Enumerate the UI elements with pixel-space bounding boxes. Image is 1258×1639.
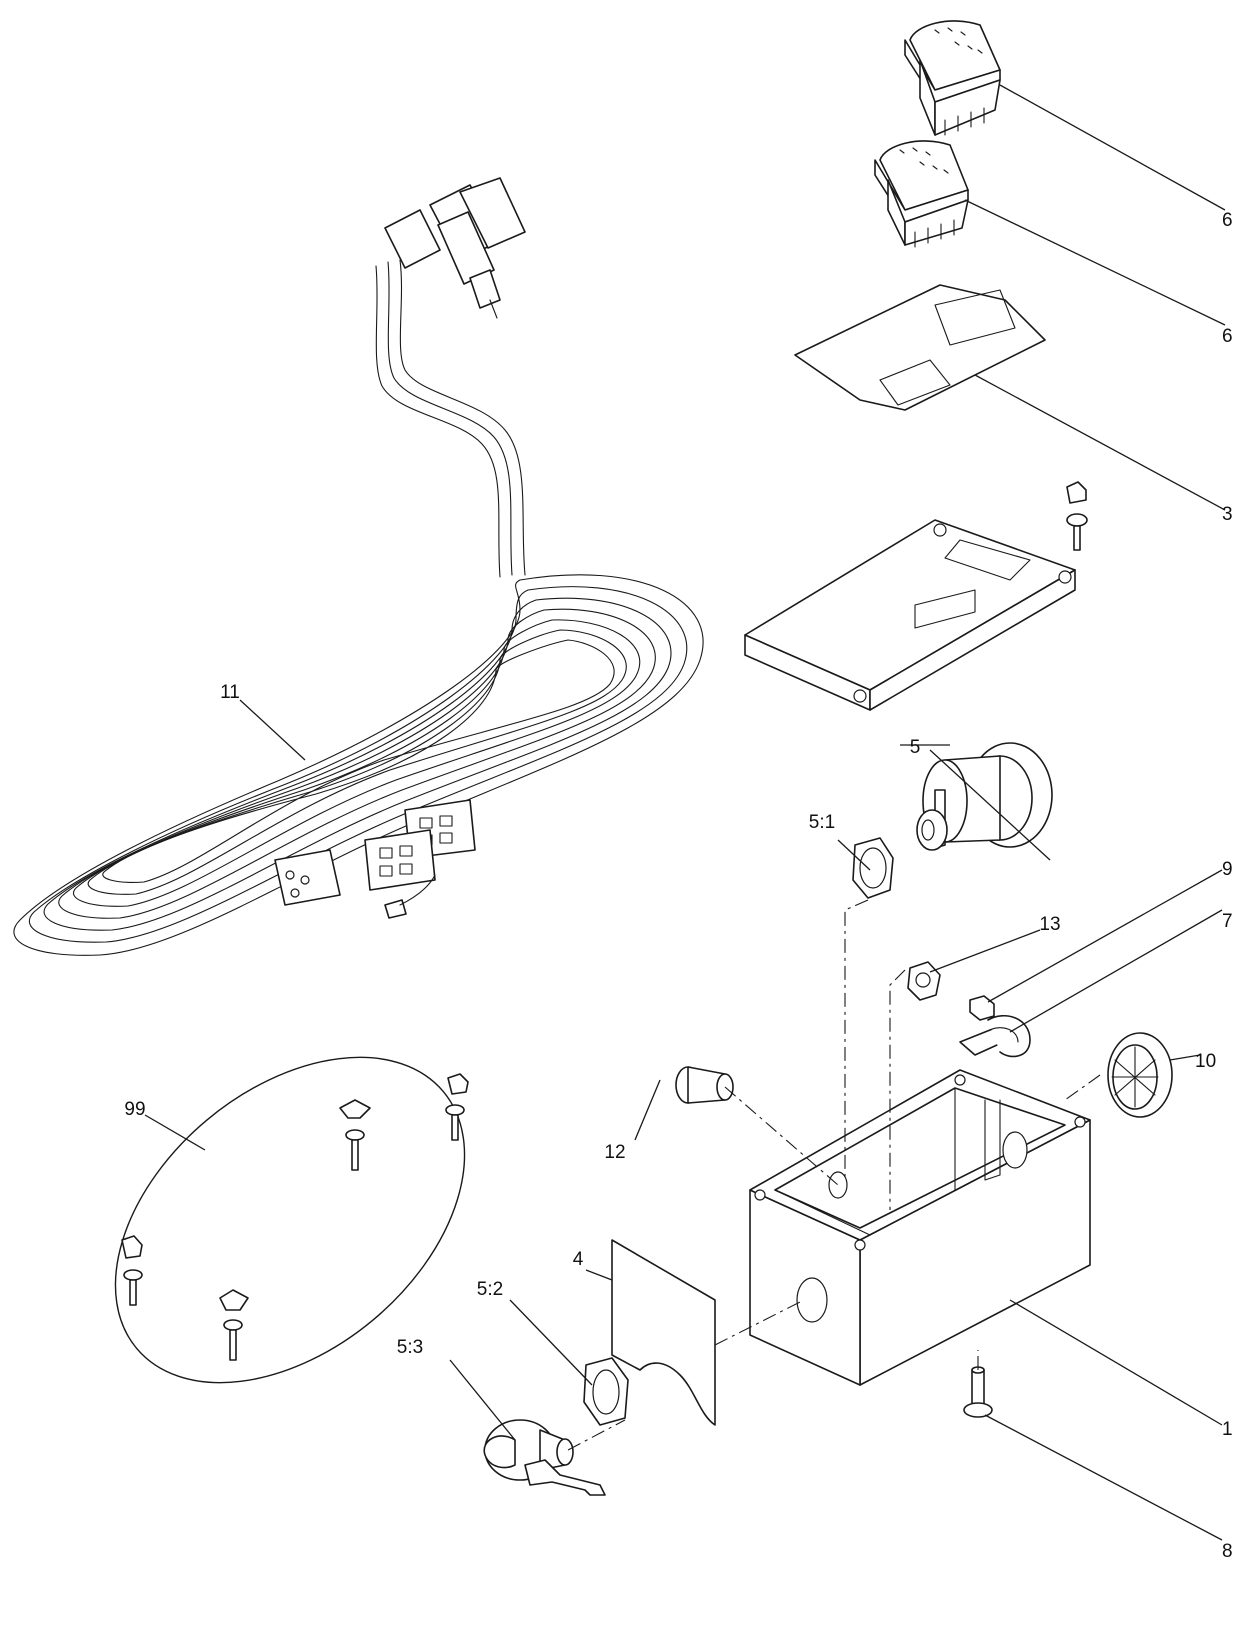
callout-12: 12 <box>604 1142 625 1163</box>
callout-4: 4 <box>573 1249 584 1270</box>
callout-11: 11 <box>220 682 240 703</box>
rocker-switch-lower <box>874 140 969 248</box>
assembly-centerlines <box>567 899 1101 1451</box>
hardware-kit-group <box>114 1056 469 1384</box>
callout-6-lower: 6 <box>1222 326 1233 347</box>
callout-7: 7 <box>1222 911 1233 932</box>
key <box>524 1459 606 1496</box>
wire-harness <box>13 177 704 956</box>
callout-5-1: 5:1 <box>809 812 835 833</box>
callout-1: 1 <box>1222 1419 1233 1440</box>
enclosure-lid <box>744 519 1076 711</box>
callout-5-2: 5:2 <box>477 1279 503 1300</box>
callout-8: 8 <box>1222 1541 1233 1562</box>
callout-99: 99 <box>124 1099 145 1120</box>
lock-nut-5-1 <box>852 837 894 899</box>
label-plate <box>611 1239 716 1426</box>
callout-5: 5 <box>910 737 921 758</box>
screw-8 <box>963 1366 993 1418</box>
grommet <box>1107 1032 1173 1118</box>
rocker-switch-upper <box>904 20 1001 136</box>
leader-lines <box>144 84 1226 1541</box>
hex-nut-9 <box>969 995 995 1021</box>
plug-12 <box>675 1066 734 1104</box>
callout-5-3: 5:3 <box>397 1337 423 1358</box>
callout-13: 13 <box>1039 914 1060 935</box>
callout-3: 3 <box>1222 504 1233 525</box>
lock-nut-5-2 <box>583 1357 629 1426</box>
key-switch-body <box>916 742 1053 851</box>
callout-10: 10 <box>1195 1051 1216 1072</box>
callout-labels: 1 3 4 5 5:1 5:2 5:3 6 6 7 8 9 10 11 12 1… <box>124 210 1232 1562</box>
enclosure-box <box>749 1069 1091 1386</box>
callout-9: 9 <box>1222 859 1233 880</box>
lid-screw <box>1066 481 1088 551</box>
cable-clamp <box>959 1015 1031 1058</box>
callout-6-upper: 6 <box>1222 210 1233 231</box>
hex-nut-13 <box>907 961 941 1001</box>
gasket-plate <box>794 284 1046 411</box>
